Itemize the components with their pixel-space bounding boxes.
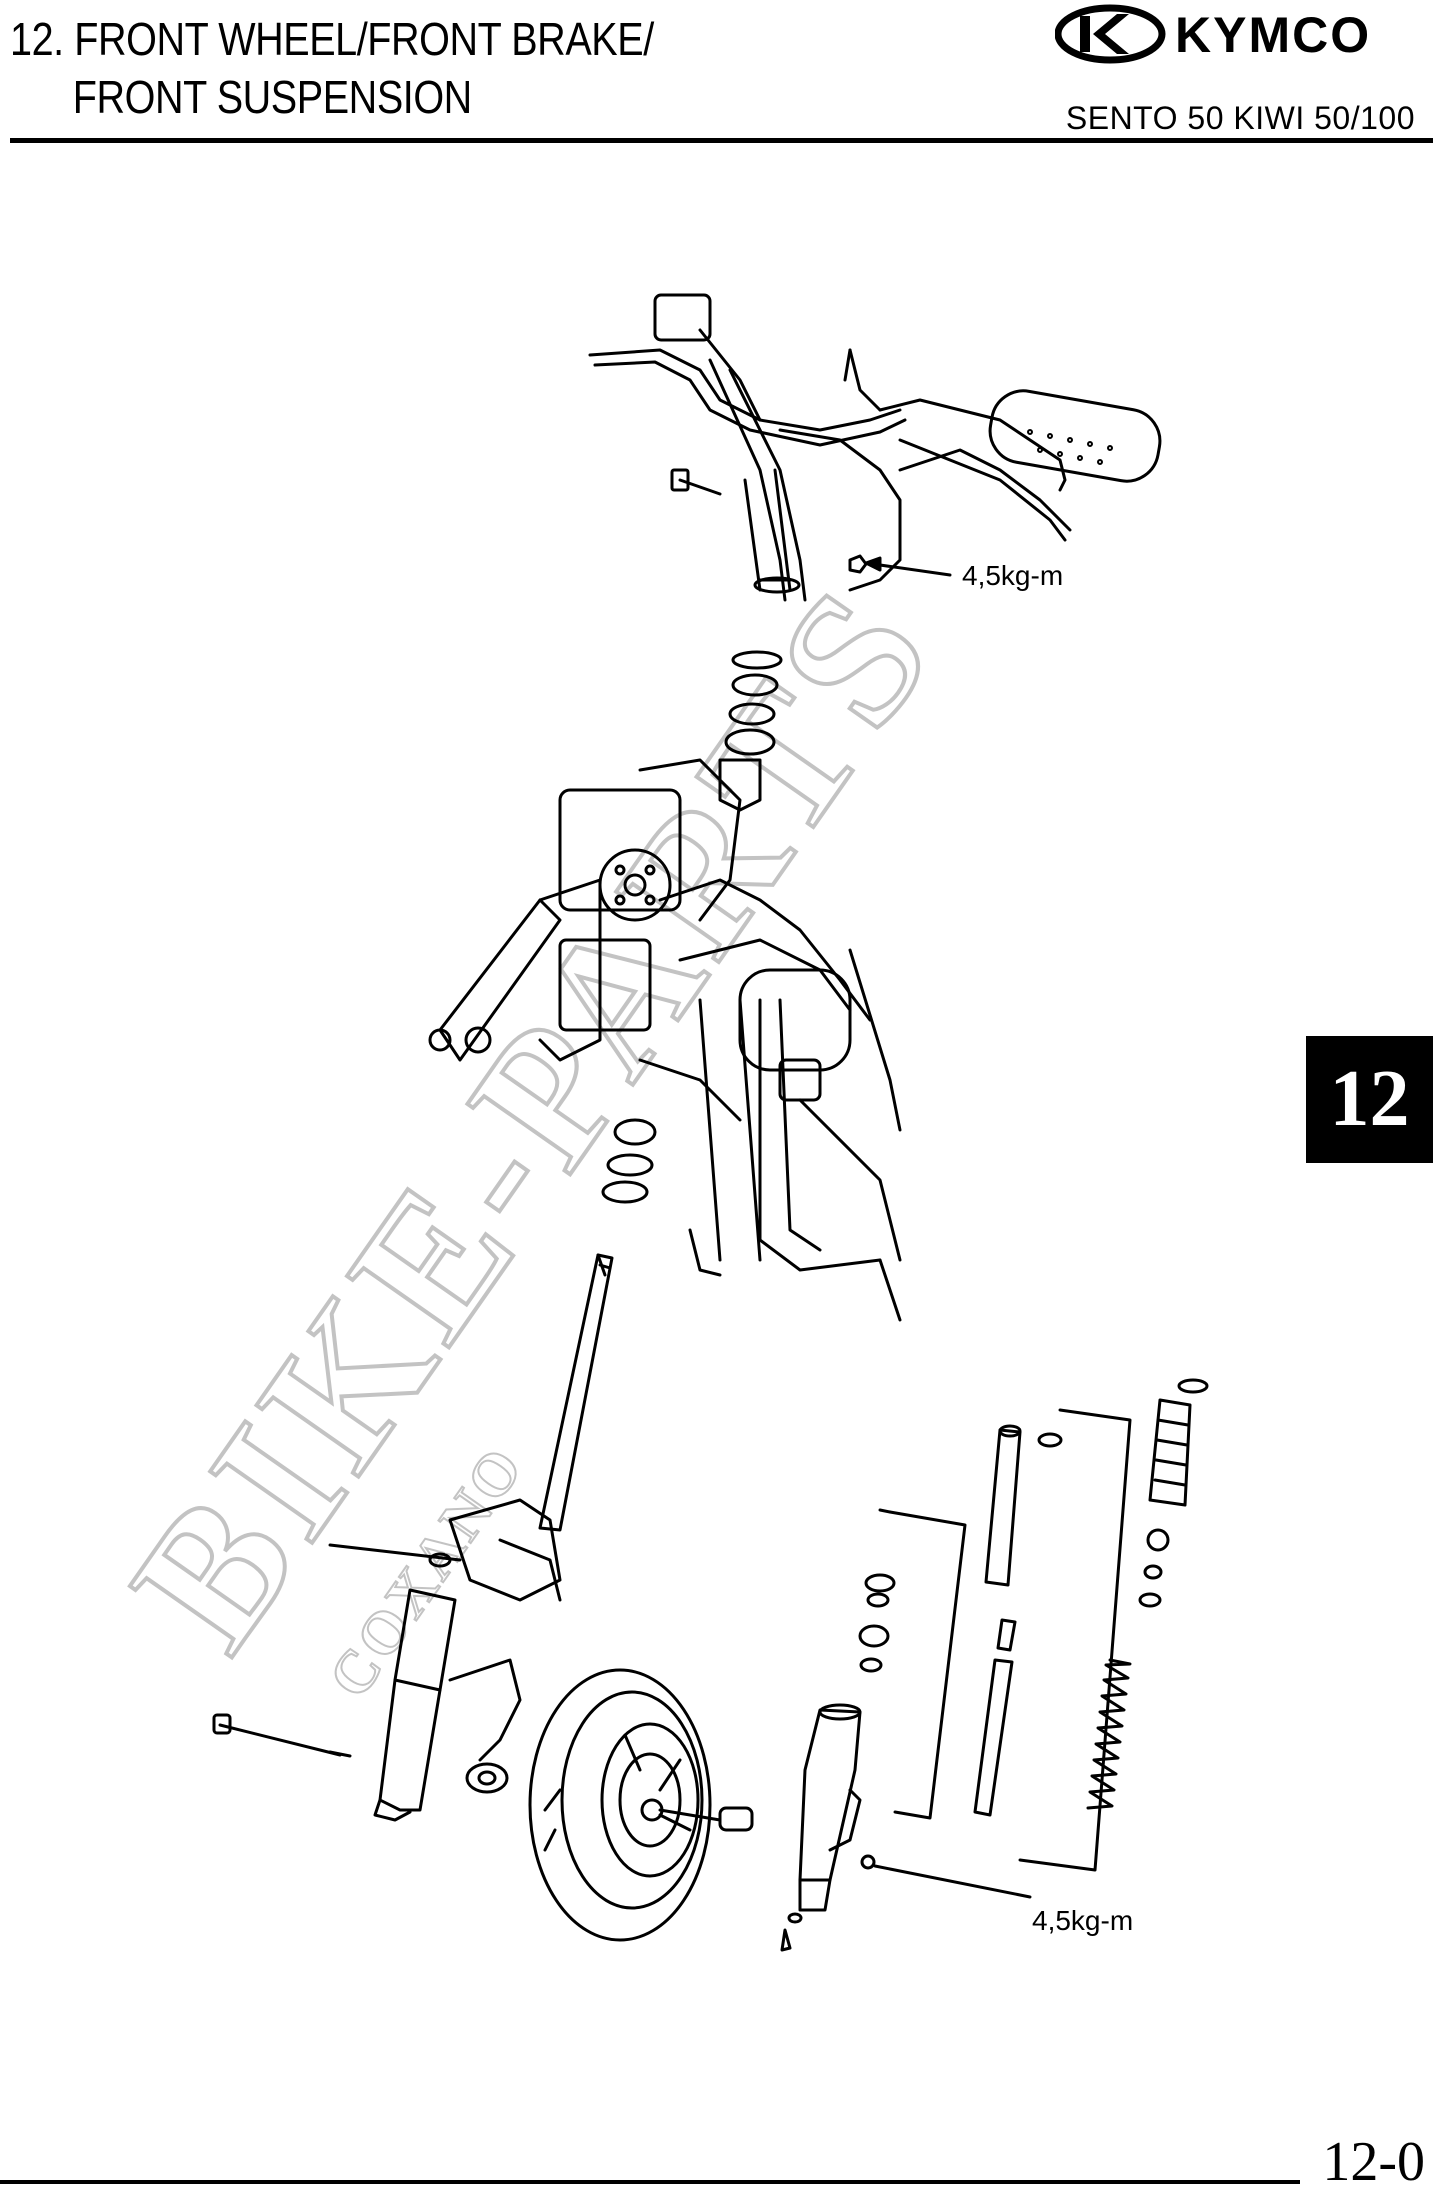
callout-lines <box>864 556 952 577</box>
kymco-emblem-icon <box>1054 4 1166 64</box>
header-rule <box>10 138 1433 143</box>
handlebar-assembly <box>588 293 1162 602</box>
title-line-1: 12. FRONT WHEEL/FRONT BRAKE/ <box>10 13 654 65</box>
grip-texture <box>1027 429 1113 465</box>
frame-assembly <box>428 758 902 1322</box>
stem-bearing-stack-top <box>724 650 783 756</box>
fork-internals <box>858 1378 1209 1872</box>
front-fork <box>212 1253 614 1822</box>
fork-lower-right <box>780 1703 1032 1952</box>
page-number: 12-0 <box>1322 2131 1425 2193</box>
title-line-2: FRONT SUSPENSION <box>72 71 472 123</box>
stem-bearing-stack-bottom <box>601 1118 657 1204</box>
front-wheel <box>528 1668 754 1942</box>
brand-name: KYMCO <box>1175 7 1372 63</box>
torque-callout-upper: 4,5kg-m <box>962 560 1063 591</box>
footer-rule <box>0 2180 1300 2184</box>
brand-logo: KYMCO <box>1054 4 1415 64</box>
model-name: SENTO 50 KIWI 50/100 <box>1065 100 1415 136</box>
page-title: 12. FRONT WHEEL/FRONT BRAKE/ FRONT SUSPE… <box>10 10 654 126</box>
torque-callout-lower: 4,5kg-m <box>1032 1905 1133 1936</box>
chapter-tab: 12 <box>1306 1036 1433 1163</box>
